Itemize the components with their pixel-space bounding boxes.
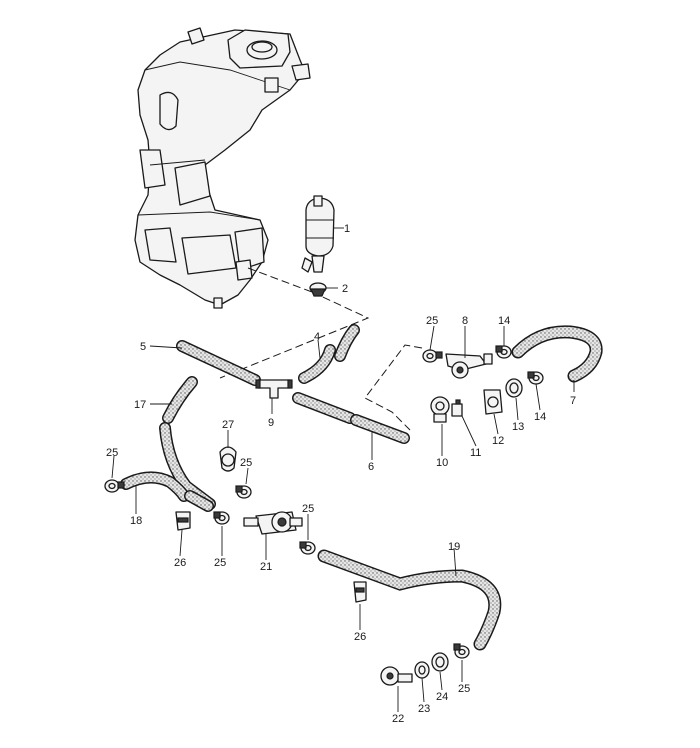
callout-24: 24 xyxy=(436,691,448,703)
callout-25-bottom: 25 xyxy=(458,683,470,695)
clamp-25c xyxy=(235,485,252,499)
callout-18: 18 xyxy=(130,515,142,527)
callout-8: 8 xyxy=(462,315,468,327)
callout-labels: 1 2 4 5 6 7 8 9 10 11 12 13 14 14 17 18 … xyxy=(106,223,576,725)
callout-10: 10 xyxy=(436,457,448,469)
part-24-nut xyxy=(431,652,449,672)
clamp-25e xyxy=(299,541,316,555)
pump-grommet xyxy=(309,282,327,297)
part-22-jet xyxy=(380,666,413,686)
non-return-valve xyxy=(243,511,303,535)
callout-14-top: 14 xyxy=(498,315,510,327)
holder-26b xyxy=(353,581,367,603)
check-valve-assembly xyxy=(430,378,523,423)
washer-pump xyxy=(301,195,335,273)
callout-14-right: 14 xyxy=(534,411,546,423)
callout-25-top: 25 xyxy=(426,315,438,327)
callout-23: 23 xyxy=(418,703,430,715)
callout-11: 11 xyxy=(470,447,481,459)
washer-jet xyxy=(445,353,493,379)
callout-7: 7 xyxy=(570,395,576,407)
hoses xyxy=(120,324,603,651)
clamp-14a xyxy=(495,345,512,359)
callout-21: 21 xyxy=(260,561,272,573)
callout-19: 19 xyxy=(448,541,460,553)
washer-reservoir xyxy=(134,27,311,309)
hose-holders xyxy=(175,511,367,603)
hose-clip xyxy=(219,446,237,472)
callout-5: 5 xyxy=(140,341,146,353)
callout-17: 17 xyxy=(134,399,146,411)
callout-1: 1 xyxy=(344,223,350,235)
hose-clamps xyxy=(104,345,544,659)
callout-6: 6 xyxy=(368,461,374,473)
part-13-ring xyxy=(505,378,523,398)
clamp-14b xyxy=(527,371,544,385)
callout-4: 4 xyxy=(314,331,320,343)
leader-lines xyxy=(111,227,575,712)
callout-2: 2 xyxy=(342,283,348,295)
callout-9: 9 xyxy=(268,417,274,429)
clamp-25a xyxy=(422,349,443,363)
clamp-25d xyxy=(213,511,230,525)
clamp-25b xyxy=(104,479,125,493)
callout-25-left: 25 xyxy=(106,447,118,459)
t-connector xyxy=(255,379,293,399)
callout-13: 13 xyxy=(512,421,524,433)
lower-jet-assembly xyxy=(380,652,449,686)
part-11-nipple xyxy=(451,399,463,417)
part-23-washer xyxy=(414,661,430,679)
callout-25-lower: 25 xyxy=(214,557,226,569)
callout-26-right: 26 xyxy=(354,631,366,643)
callout-26-left: 26 xyxy=(174,557,186,569)
assembly-dashed-lines xyxy=(219,267,423,431)
callout-12: 12 xyxy=(492,435,504,447)
part-10-valve xyxy=(430,396,450,423)
callout-22: 22 xyxy=(392,713,404,725)
part-12-bracket xyxy=(483,389,503,415)
callout-25-mid: 25 xyxy=(240,457,252,469)
callout-27: 27 xyxy=(222,419,234,431)
holder-26a xyxy=(175,511,191,531)
clamp-25f xyxy=(453,643,470,659)
callout-25-valve: 25 xyxy=(302,503,314,515)
